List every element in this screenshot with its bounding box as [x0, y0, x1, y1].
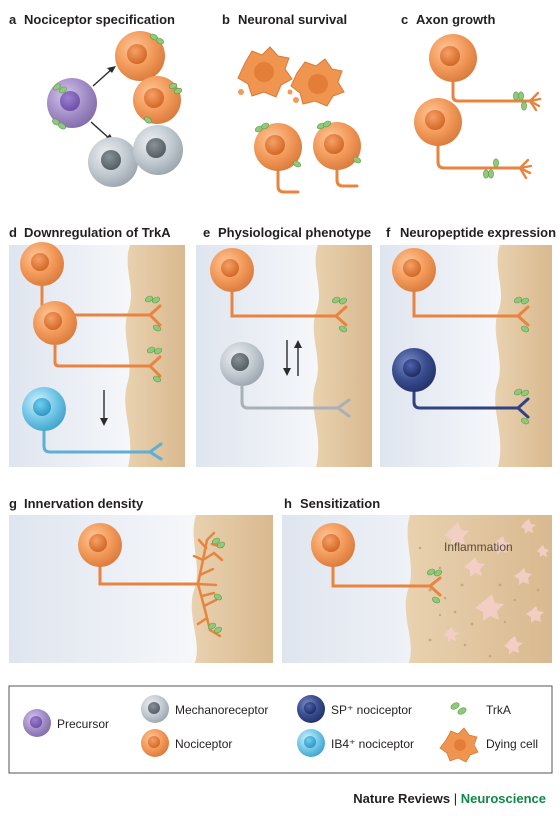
legend-mechanoreceptor-swatch: [141, 695, 169, 723]
panel-h-title: Sensitization: [300, 496, 380, 511]
legend-nociceptor-swatch: [141, 729, 169, 757]
panel-g-tissue: [191, 515, 273, 663]
panel-d-nociceptor-bottom: [33, 301, 162, 383]
legend-trka-label: TrkA: [486, 703, 511, 717]
panel-h-letter: h: [284, 496, 292, 511]
panel-e-title: Physiological phenotype: [218, 225, 371, 240]
journal-separator: |: [453, 791, 458, 806]
panel-c-letter: c: [401, 12, 408, 27]
panel-d-arrow-down: [100, 390, 108, 426]
panel-e-letter: e: [203, 225, 210, 240]
panel-b-neuron-right: [313, 120, 362, 188]
panel-a-nociceptor-top: [115, 31, 165, 81]
panel-f-nociceptor: [392, 248, 530, 333]
panel-e-mechanoreceptor: [220, 342, 351, 418]
panel-h-nociceptor: [311, 523, 443, 604]
panel-b-title: Neuronal survival: [238, 12, 347, 27]
legend-precursor-label: Precursor: [57, 717, 109, 731]
panel-d-tissue: [125, 245, 185, 467]
panel-a-arrow-up: [92, 66, 116, 87]
panel-a-letter: a: [9, 12, 17, 27]
panel-f-title: Neuropeptide expression: [400, 225, 556, 240]
journal-name: Nature Reviews: [353, 791, 451, 806]
panel-a-nociceptor-middle: [133, 76, 183, 124]
legend-ib4-nociceptor-swatch: [297, 729, 325, 757]
panel-b-dying-cell-right: [290, 58, 345, 107]
panel-g-trka: [208, 537, 226, 634]
panel-e-arrow-up: [294, 340, 302, 376]
panel-d-letter: d: [9, 225, 17, 240]
panel-h-inflammation-label: Inflammation: [444, 540, 513, 554]
panel-g-title: Innervation density: [24, 496, 144, 511]
legend-sp-nociceptor-swatch: [297, 695, 325, 723]
panel-b-letter: b: [222, 12, 230, 27]
panel-e-arrow-down: [283, 340, 291, 376]
panel-h-tissue: [405, 515, 552, 663]
panel-f-tissue: [495, 245, 552, 467]
panel-a-mechanoreceptor-right: [133, 125, 183, 175]
panel-b-neuron-left: [254, 122, 302, 194]
panel-g-letter: g: [9, 496, 17, 511]
legend-precursor-swatch: [23, 709, 51, 737]
panel-c-neuron-top: [429, 34, 542, 112]
panel-a-precursor-trka: [52, 83, 67, 130]
legend-mechanoreceptor-label: Mechanoreceptor: [175, 703, 268, 717]
panel-d-ib4-nociceptor: [22, 387, 163, 461]
panel-a-mechanoreceptor-left: [88, 137, 138, 187]
panel-f-sp-nociceptor: [392, 348, 530, 425]
panel-e-nociceptor: [210, 248, 348, 333]
panel-d-title: Downregulation of TrkA: [24, 225, 171, 240]
panel-c-neuron-bottom: [414, 98, 533, 180]
panel-f-letter: f: [386, 225, 391, 240]
legend-dying-cell-swatch: [439, 727, 479, 763]
legend-sp-nociceptor-label: SP⁺ nociceptor: [331, 703, 412, 717]
journal-field: Neuroscience: [460, 791, 546, 806]
panel-c-title: Axon growth: [416, 12, 495, 27]
journal-credit: Nature Reviews | Neuroscience: [353, 791, 546, 806]
panel-b-dying-cell-left: [237, 46, 293, 98]
legend-trka-swatch: [450, 702, 467, 715]
panel-e-tissue: [313, 245, 372, 467]
legend-ib4-nociceptor-label: IB4⁺ nociceptor: [331, 737, 414, 751]
panel-h-inflammation-particles: [444, 519, 549, 655]
legend-dying-cell-label: Dying cell: [486, 737, 538, 751]
legend-nociceptor-label: Nociceptor: [175, 737, 232, 751]
panel-a-title: Nociceptor specification: [24, 12, 175, 27]
panel-h-dots: [418, 546, 540, 658]
